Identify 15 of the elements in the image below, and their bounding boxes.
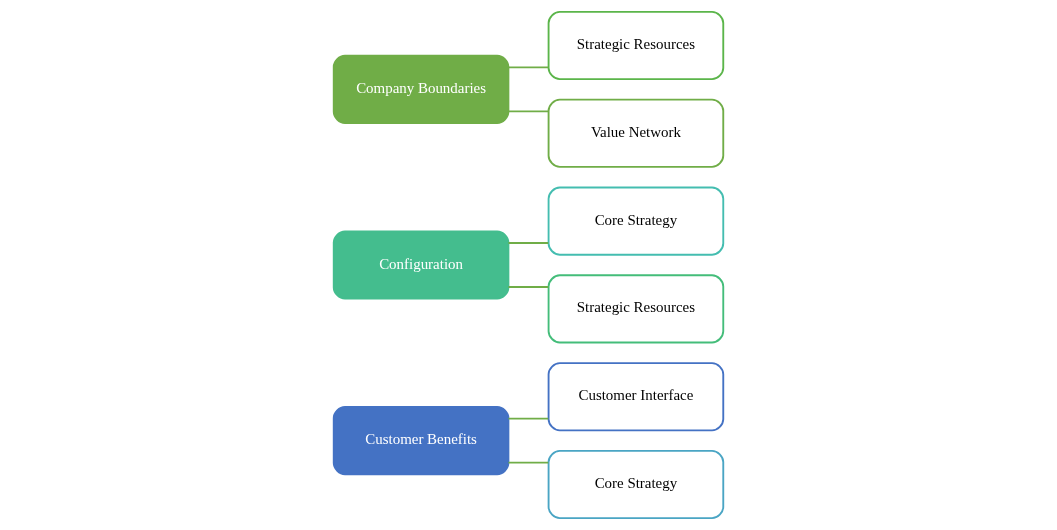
connector [507,286,550,288]
connector [507,417,550,420]
connector [507,110,550,113]
node-box: Configuration [332,230,510,300]
node-box: Strategic Resources [547,10,725,81]
node-box: Company Boundaries [332,54,510,124]
node-box: Strategic Resources [547,274,725,344]
node-box: Customer Benefits [332,406,510,476]
node-box: Core Strategy [547,186,725,256]
node-box: Value Network [547,98,725,168]
connector [507,461,550,464]
node-box: Core Strategy [547,449,725,520]
connector [507,242,550,244]
connector [507,66,550,69]
node-box: Customer Interface [547,362,725,432]
